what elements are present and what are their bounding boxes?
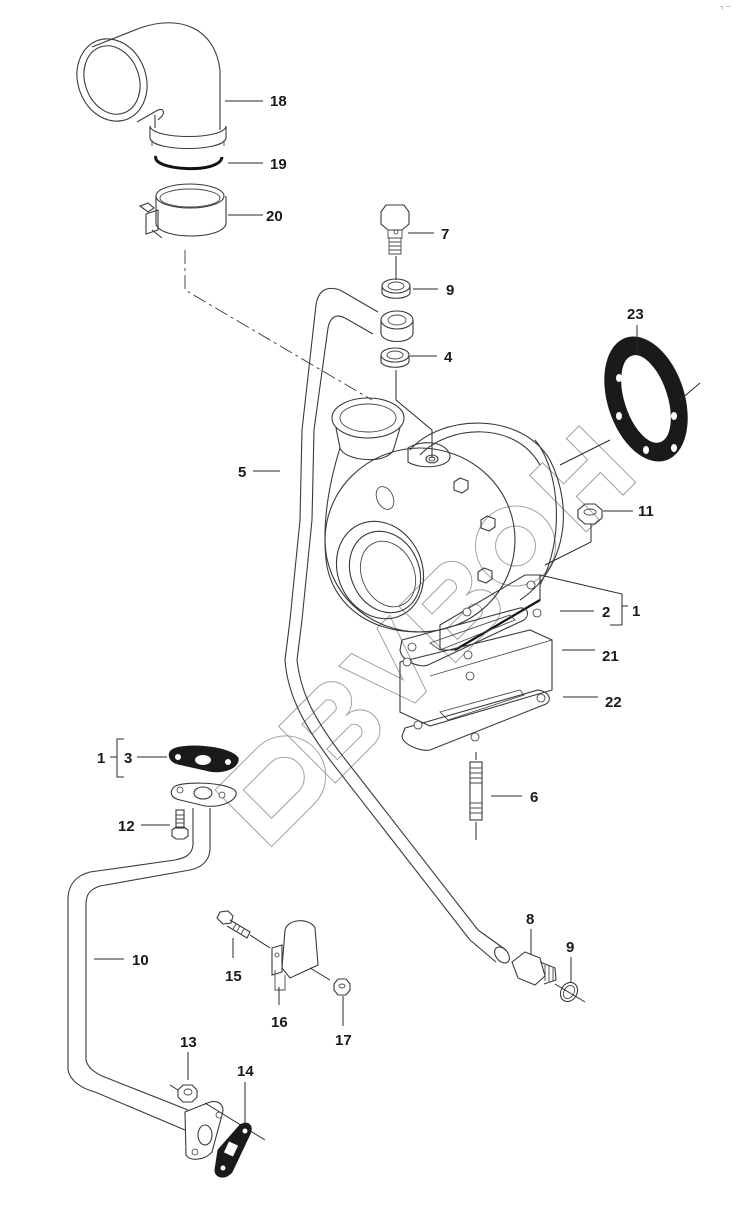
nut-part-11 [544,503,603,566]
callout-22: 22 [605,694,622,711]
callout-12: 12 [118,818,135,835]
pipe-flange-axis [169,1084,266,1141]
callout-19: 19 [270,156,287,173]
nut-part-17 [333,978,351,996]
oil-return-flange-part [170,782,237,807]
adapter-axis [554,983,586,1003]
assembly-axis-line [184,250,373,401]
flange-gasket-part [604,336,688,462]
callout-7: 7 [441,226,449,243]
callout-13: 13 [180,1034,197,1051]
oil-return-pipe-part [67,808,211,1131]
pipe-clamp-part [271,920,319,991]
callout-10: 10 [132,952,149,969]
oil-inlet-axis [395,370,433,458]
oil-return-gasket-part [168,745,239,773]
banjo-bolt-part [380,204,410,255]
spacer-gasket-part [401,689,550,751]
oil-feed-pipe-part [284,287,510,964]
adapter-fitting-part [511,951,557,986]
callout-11: 11 [638,503,654,520]
turbine-axis-line [559,382,701,466]
sealing-washer-part-top [381,278,411,299]
clamp-nut-axis [309,967,331,981]
stud-part [469,752,483,840]
callout-14: 14 [237,1063,254,1080]
callout-9-bottom: 9 [566,939,574,956]
callout-2: 2 [602,604,610,621]
o-ring-part [154,155,224,171]
callout-1-left: 1 [97,750,105,767]
bolt-part-12 [171,809,189,840]
callout-9-top: 9 [446,282,454,299]
pipe-flange-part [184,1101,224,1160]
exhaust-gasket-part [399,607,542,667]
corner-mark: ┐ ─ [720,4,731,10]
turbocharger-part [324,397,564,651]
callout-1-top: 1 [632,603,640,620]
hose-clamp-part [138,183,227,239]
callout-21: 21 [602,648,619,665]
gasket-part-14 [214,1122,252,1178]
callout-18: 18 [270,93,287,110]
callout-leaders [94,100,638,1125]
sealing-washer-part-lower [380,347,410,368]
nut-part-13 [177,1084,198,1103]
callout-5: 5 [238,464,246,481]
callout-labels: 18 19 20 7 9 4 23 5 11 2 1 21 22 1 3 12 … [97,93,654,1080]
elbow-hose-part [76,22,227,149]
watermark [214,425,637,848]
callout-6: 6 [530,789,538,806]
clamp-bolt-axis [249,934,271,949]
callout-17: 17 [335,1032,352,1049]
callout-23: 23 [627,306,644,323]
callout-15: 15 [225,968,242,985]
callout-3: 3 [124,750,132,767]
callout-8: 8 [526,911,534,928]
callout-20: 20 [266,208,283,225]
callout-4: 4 [444,349,453,366]
callout-16: 16 [271,1014,288,1031]
bolt-part-15 [216,910,251,939]
spacer-part [399,629,553,727]
